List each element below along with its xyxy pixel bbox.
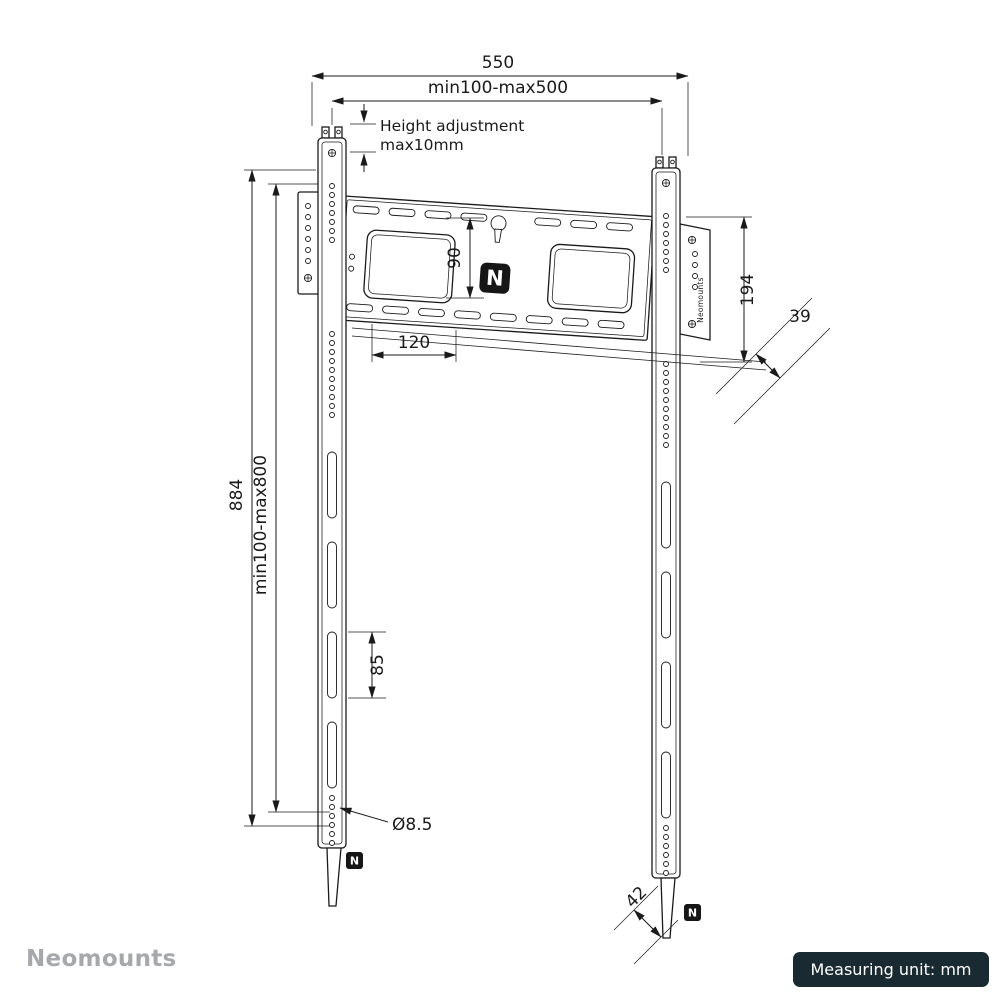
dim-side-bracket-height: 194 xyxy=(686,216,758,363)
total-height-label: 884 xyxy=(227,479,247,511)
n-logo: N xyxy=(479,262,511,294)
dim-opening-height: 90 xyxy=(445,217,484,299)
dim-total-height: 884 xyxy=(227,169,330,827)
dim-profile-depth: 39 xyxy=(715,297,831,425)
plate-flange-lines xyxy=(351,327,767,371)
dim-slot-length: 85 xyxy=(348,631,388,699)
n-logo-letter: N xyxy=(350,855,359,868)
screw-icon xyxy=(687,319,697,329)
screw-icon xyxy=(687,235,697,245)
right-wall-bracket: Neomounts xyxy=(679,223,711,341)
n-logo-letter: N xyxy=(688,907,697,920)
plate-opening-left xyxy=(363,229,456,304)
slot-length-label: 85 xyxy=(368,654,388,676)
total-width-label: 550 xyxy=(482,53,514,73)
rail-width-label: 42 xyxy=(622,883,651,912)
left-wall-bracket xyxy=(297,191,321,295)
height-adjustment-label-2: max10mm xyxy=(380,136,464,154)
n-logo-small-right: N xyxy=(684,904,701,921)
left-rail: N xyxy=(317,126,363,907)
measuring-unit-badge: Measuring unit: mm xyxy=(793,952,989,987)
right-rail-bottom-strip xyxy=(660,877,676,939)
dim-hole-diameter: Ø8.5 xyxy=(339,807,432,835)
screw-icon xyxy=(327,148,337,158)
screw-icon xyxy=(303,273,313,283)
dim-total-width: 550 xyxy=(311,53,689,156)
vesa-width-label: min100-max500 xyxy=(428,78,568,98)
dim-opening-width: 120 xyxy=(371,324,457,362)
plate-opening-right xyxy=(546,243,636,314)
dim-vesa-width: min100-max500 xyxy=(331,78,663,155)
right-rail: N xyxy=(651,156,701,939)
keyhole xyxy=(490,215,507,243)
opening-height-label: 90 xyxy=(445,247,465,269)
height-adjustment-note: Height adjustment max10mm xyxy=(350,104,524,172)
hole-diameter-label: Ø8.5 xyxy=(392,815,432,835)
height-adjustment-label-1: Height adjustment xyxy=(380,117,524,135)
n-logo-letter: N xyxy=(485,266,504,291)
rail-brand-label: Neomounts xyxy=(696,277,705,323)
side-bracket-height-label: 194 xyxy=(738,274,758,306)
left-rail-bottom-strip xyxy=(326,847,342,907)
screw-icon xyxy=(661,178,671,188)
wall-plate: N xyxy=(335,195,656,341)
dim-vesa-height: min100-max800 xyxy=(251,183,330,813)
profile-depth-label: 39 xyxy=(789,307,811,327)
vesa-height-label: min100-max800 xyxy=(251,455,271,595)
n-logo-small-left: N xyxy=(346,852,363,869)
neomounts-wordmark: Neomounts xyxy=(26,946,177,972)
opening-width-label: 120 xyxy=(398,333,430,353)
